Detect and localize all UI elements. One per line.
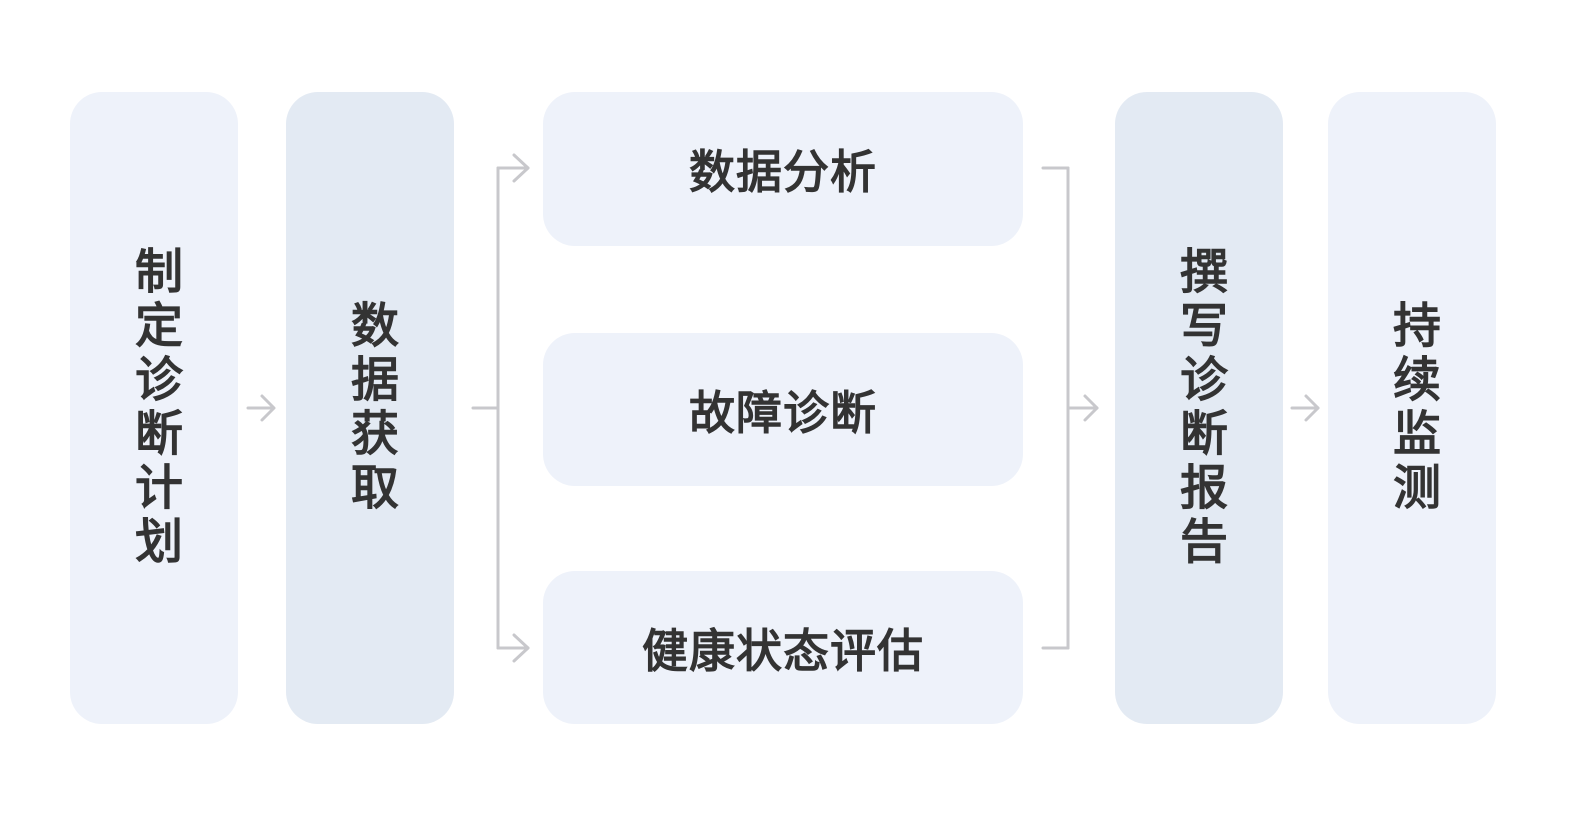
step-monitor: 持续监测: [1328, 92, 1496, 724]
branch-connector: [471, 153, 530, 663]
step-acquire-label: 数据获取: [342, 300, 398, 516]
arrow-plan-to-acquire: [246, 394, 276, 422]
arrow-report-to-monitor: [1290, 394, 1320, 422]
step-plan: 制定诊断计划: [70, 92, 238, 724]
step-health: 健康状态评估: [543, 571, 1023, 724]
step-analyze: 数据分析: [543, 92, 1023, 246]
step-diagnose-label: 故障诊断: [689, 385, 877, 440]
step-health-label: 健康状态评估: [642, 623, 924, 678]
step-analyze-label: 数据分析: [689, 145, 877, 199]
step-diagnose: 故障诊断: [543, 333, 1023, 486]
step-plan-label: 制定诊断计划: [126, 246, 182, 570]
step-acquire: 数据获取: [286, 92, 454, 724]
step-report: 撰写诊断报告: [1115, 92, 1283, 724]
step-monitor-label: 持续监测: [1384, 300, 1440, 516]
step-report-label: 撰写诊断报告: [1171, 246, 1227, 570]
merge-connector: [1041, 166, 1099, 650]
